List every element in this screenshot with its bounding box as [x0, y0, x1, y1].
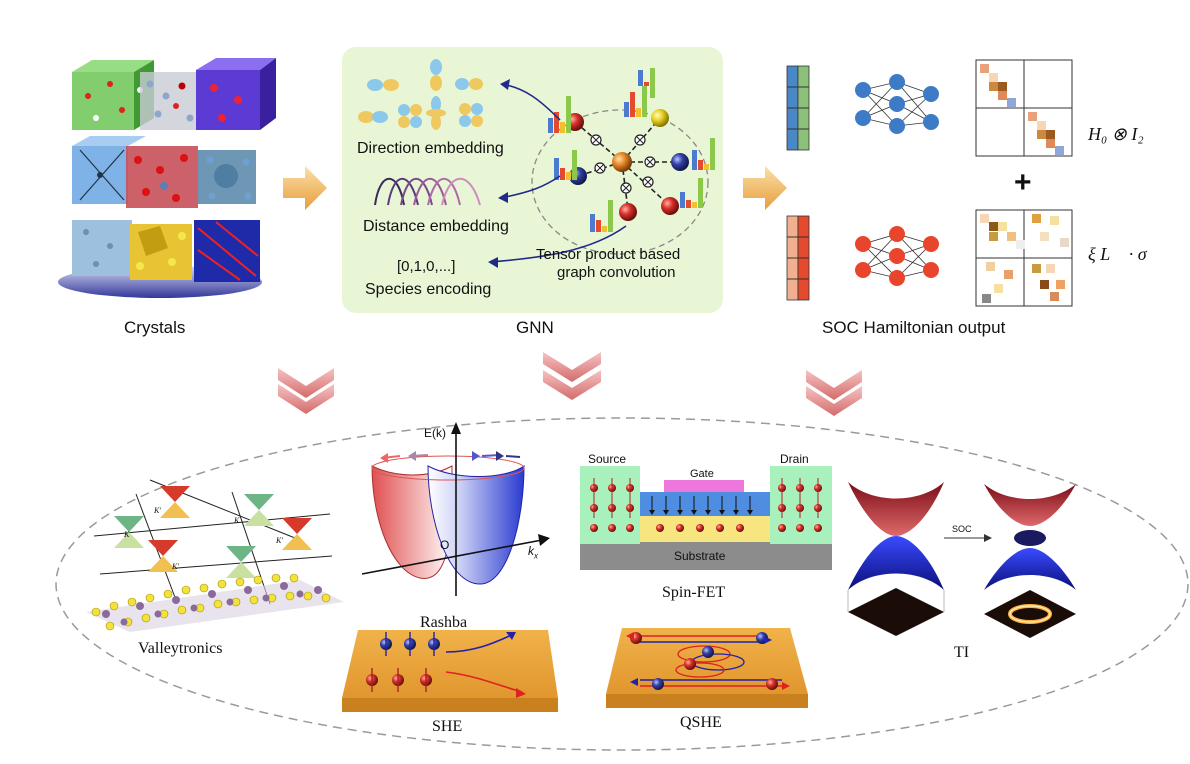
tensor-product-label-line1: Tensor product based	[536, 246, 681, 263]
ti-label: TI	[954, 644, 970, 661]
crystal-yellow	[130, 224, 192, 280]
atom-red	[661, 197, 679, 215]
soc-term: ξ L⃗ · σ⃗	[1088, 244, 1161, 264]
energy-axis-label: E(k)	[424, 426, 446, 440]
valleytronics-illustration	[86, 479, 344, 632]
she-slab-top	[342, 630, 558, 698]
valley-kprime-label: K'	[172, 562, 180, 571]
feature-bars	[548, 68, 715, 232]
atom-orange	[612, 152, 632, 172]
qshe-illustration	[606, 628, 808, 708]
gnn-label: GNN	[516, 318, 554, 337]
kx-axis-label: kx	[528, 544, 538, 561]
neural-network-blue	[855, 74, 939, 134]
valley-cone-red	[282, 518, 312, 550]
h0-term: H₀ ⊗ I₂	[1088, 124, 1144, 144]
valley-kprime-label: K'	[276, 536, 284, 545]
double-chevron-down-icon	[543, 352, 601, 400]
soc-matrix	[975, 209, 1073, 307]
h0-matrix	[975, 59, 1073, 157]
she-label: SHE	[432, 718, 463, 735]
vector-peach-red	[786, 215, 810, 301]
ti-soc-label: SOC	[952, 524, 972, 534]
crystal-darkblue	[194, 220, 260, 282]
double-chevron-down-icon	[278, 368, 334, 414]
ti-surface-plane	[848, 588, 944, 636]
crystal-steel	[198, 150, 256, 204]
right-arrow-icon	[283, 166, 327, 210]
applications-boundary	[55, 417, 1189, 751]
rashba-band-blue	[427, 465, 525, 585]
ti-after-soc	[984, 484, 1076, 638]
qshe-label: QSHE	[680, 714, 722, 731]
substrate-layer	[580, 542, 832, 570]
double-chevron-down-icon	[806, 370, 862, 416]
crystal-purple	[196, 58, 276, 130]
gate-label: Gate	[690, 468, 714, 480]
orbital-icons	[358, 59, 483, 130]
direction-embedding-label: Direction embedding	[357, 140, 504, 157]
crystals-label: Crystals	[124, 318, 186, 337]
vector-blue-green	[786, 65, 810, 151]
distance-embedding-label: Distance embedding	[363, 218, 509, 235]
crystal-green	[72, 60, 154, 130]
valley-k-label: K	[124, 530, 130, 539]
kx-axis	[361, 539, 543, 575]
crystal-blue-lattice	[72, 136, 146, 204]
ti-before-soc	[847, 482, 945, 636]
valley-cone-green	[244, 494, 274, 526]
soc-hamiltonian-output-label: SOC Hamiltonian output	[822, 318, 1006, 337]
species-vector: [0,1,0,...]	[397, 258, 456, 275]
tensor-product-label-line2: graph convolution	[557, 264, 676, 281]
substrate-label: Substrate	[674, 549, 726, 563]
valley-kprime-label: K'	[154, 506, 162, 515]
species-encoding-label: Species encoding	[365, 281, 492, 298]
valley-cone-green	[226, 546, 256, 578]
valley-cone-red	[148, 540, 178, 572]
plus-sign: +	[1014, 166, 1032, 199]
distance-embedding-curves	[374, 177, 481, 206]
valley-cone-red	[160, 486, 190, 518]
crystal-red-cage	[126, 146, 198, 208]
gate-contact	[664, 480, 744, 492]
drain-label: Drain	[780, 452, 809, 466]
rashba-illustration	[361, 422, 550, 596]
crystal-lightblue	[72, 220, 132, 276]
rashba-origin-label: O	[440, 538, 450, 552]
atom-blue	[671, 153, 689, 171]
right-arrow-icon	[743, 166, 787, 210]
source-label: Source	[588, 452, 627, 466]
mos2-lattice	[86, 573, 344, 632]
valley-k-label: K	[234, 516, 240, 525]
valley-cone-green	[114, 516, 144, 548]
spin-fet-illustration	[580, 466, 832, 570]
graph-structure	[488, 68, 715, 268]
rashba-label: Rashba	[420, 614, 468, 631]
atom-yellow	[651, 109, 669, 127]
she-illustration	[342, 630, 558, 712]
crystals-illustration	[58, 58, 276, 298]
ti-surface-plane	[984, 590, 1076, 638]
spin-fet-label: Spin-FET	[662, 584, 726, 601]
soc-arrow	[944, 534, 992, 542]
valleytronics-label: Valleytronics	[138, 640, 223, 657]
neural-network-red	[855, 226, 939, 286]
atom-blue	[569, 167, 587, 185]
crystal-gray	[140, 72, 200, 130]
qshe-slab-top	[606, 628, 808, 694]
atom-red	[619, 203, 637, 221]
